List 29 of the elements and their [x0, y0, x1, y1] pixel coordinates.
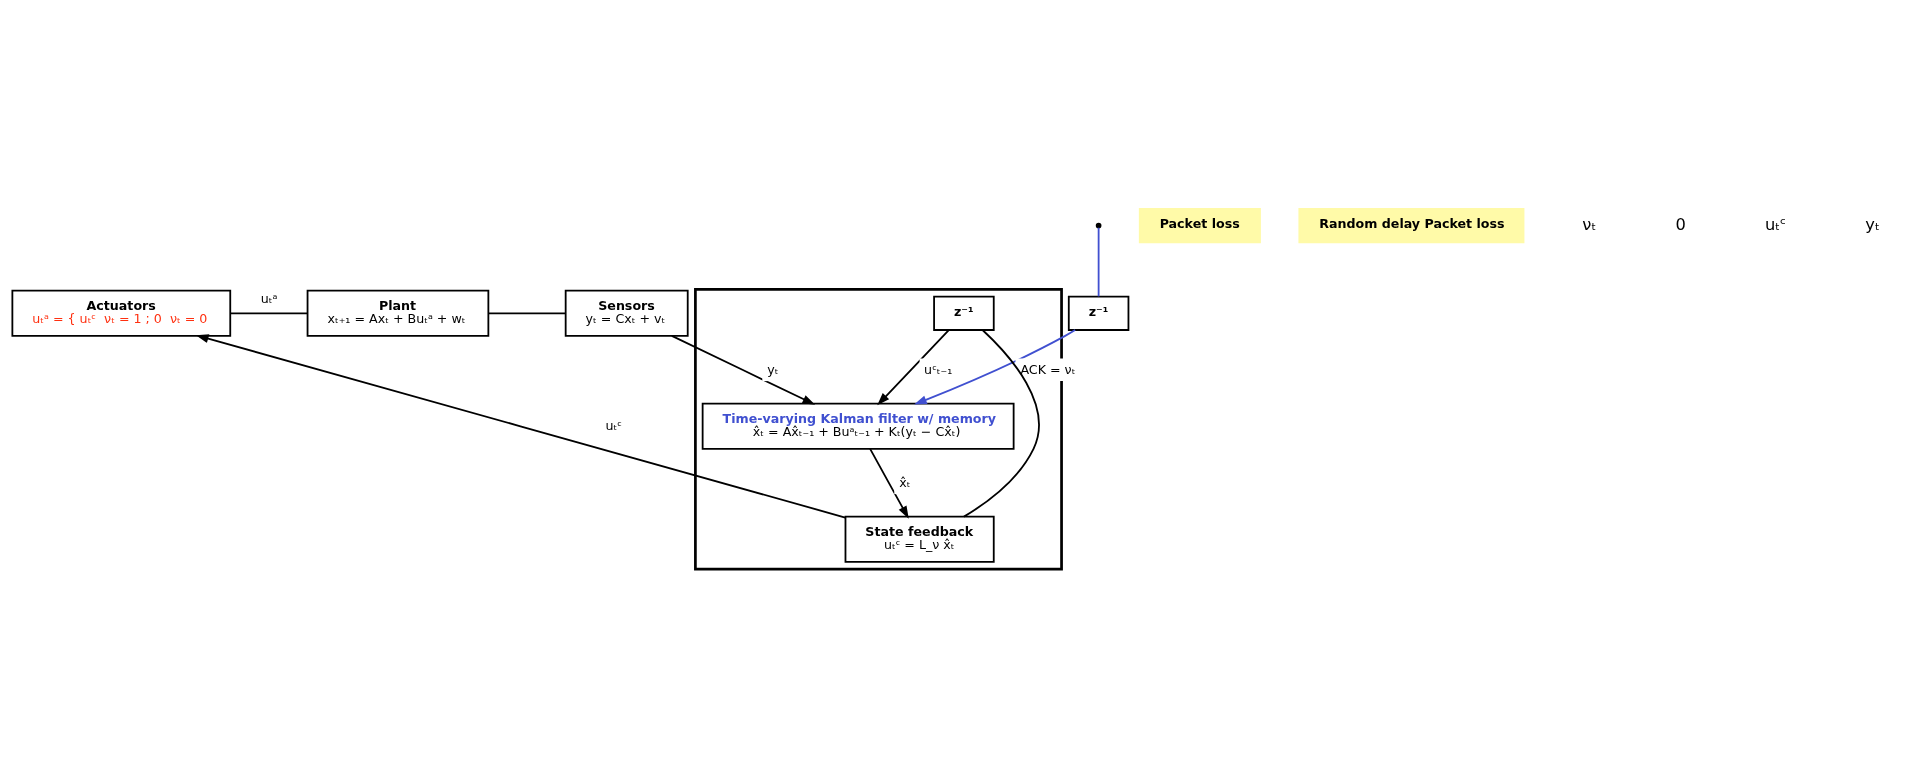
- connector: [487, 312, 567, 315]
- node-box: Actuators uₜᵃ = { uₜᶜ νₜ = 1 ; 0 νₜ = 0: [11, 289, 232, 337]
- label: νₜ: [1582, 214, 1597, 234]
- arrow: [195, 334, 847, 519]
- arrow: [914, 329, 1077, 405]
- connector: [963, 329, 1040, 518]
- label: yₜ: [1865, 214, 1880, 234]
- edge-label: yₜ: [767, 361, 779, 377]
- node-box: State feedback uₜᶜ = L_ν x̂ₜ: [844, 515, 995, 563]
- node-box: Packet loss: [1138, 207, 1261, 244]
- label: uₜᶜ: [1764, 214, 1787, 234]
- connector: [1097, 226, 1100, 298]
- edge-label: x̂ₜ: [899, 474, 911, 490]
- connector: [229, 312, 309, 315]
- node-box: Time-varying Kalman filter w/ memory x̂ₜ = Ax̂ₜ₋₁ + Buᵃₜ₋₁ + Kₜ(yₜ − Cx̂ₜ): [701, 402, 1015, 450]
- edge-label: uₜᵃ: [260, 291, 278, 307]
- node-box: Plant xₜ₊₁ = Axₜ + Buₜᵃ + wₜ: [306, 289, 490, 337]
- edge-label: uₜᶜ: [605, 418, 622, 434]
- arrow: [670, 335, 816, 405]
- edge-label: uᶜₜ₋₁: [924, 361, 953, 377]
- node-box: Sensors yₜ = Cxₜ + vₜ: [564, 289, 689, 337]
- node-box: Random delay Packet loss: [1298, 207, 1525, 244]
- cluster: [694, 288, 1063, 571]
- label: 0: [1675, 214, 1686, 234]
- edge-label: ACK = νₜ: [1020, 361, 1076, 377]
- arrow: [877, 329, 950, 406]
- node-box: z⁻¹: [1067, 295, 1130, 331]
- node-box: z⁻¹: [933, 295, 995, 331]
- arrow: [869, 448, 909, 519]
